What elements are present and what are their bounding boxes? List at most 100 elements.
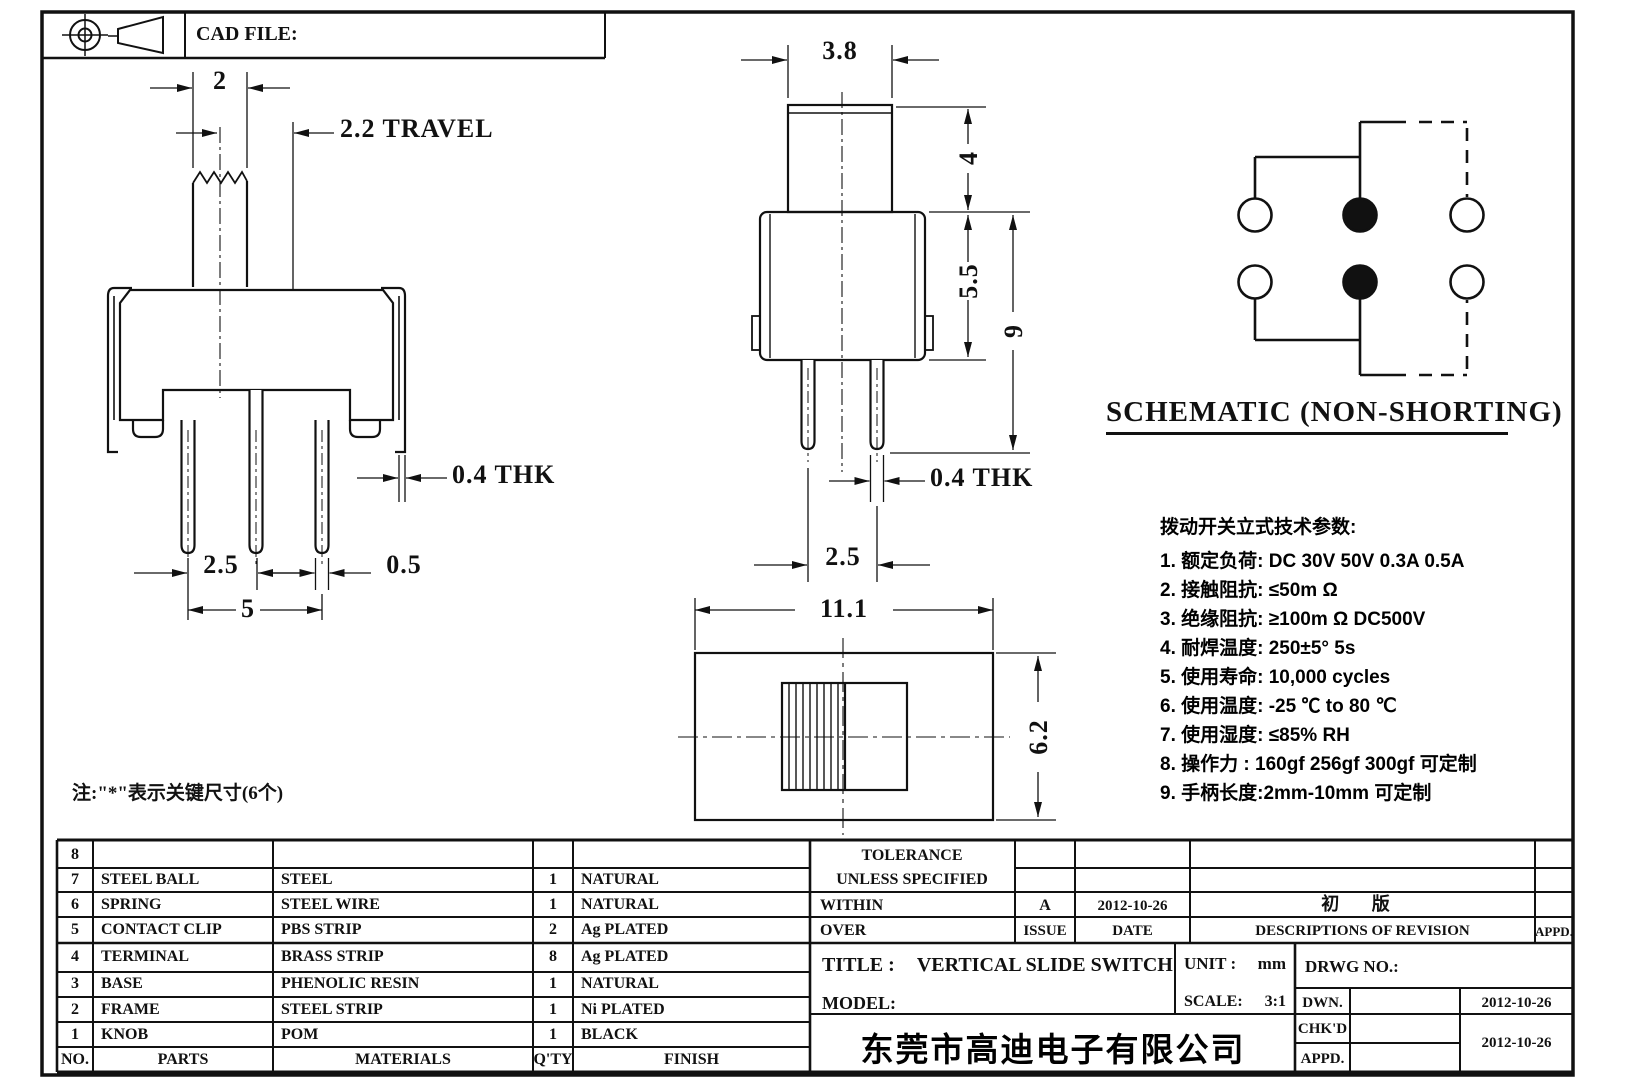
parts-header-materials: MATERIALS <box>355 1051 451 1068</box>
over-label: OVER <box>820 922 867 939</box>
parts-row-no: 5 <box>71 921 79 938</box>
dim-side-knob-width: 3.8 <box>822 36 858 65</box>
parts-row-no: 4 <box>71 948 79 965</box>
tech-specs-title: 拨动开关立式技术参数: <box>1160 517 1357 538</box>
header-box <box>42 12 606 60</box>
tolerance-line1: TOLERANCE <box>861 847 963 864</box>
dim-side-pin-pitch: 2.5 <box>825 542 861 571</box>
unit-label: UNIT : <box>1184 954 1237 973</box>
issue-value: A <box>1039 897 1051 914</box>
title-row: TITLE : VERTICAL SLIDE SWITCH <box>822 954 1173 977</box>
dim-front-pin-pitch: 2.5 <box>203 550 239 579</box>
parts-row-part: BASE <box>101 975 143 992</box>
dim-side-knob-height: 4 <box>954 151 983 165</box>
chkd-label: CHK'D <box>1297 1021 1348 1037</box>
dim-front-knob-width: 2 <box>213 66 227 95</box>
title-value: VERTICAL SLIDE SWITCH <box>916 954 1173 976</box>
parts-row-part: FRAME <box>101 1001 160 1018</box>
parts-row-finish: BLACK <box>581 1026 638 1043</box>
appd-label: APPD. <box>1300 1051 1345 1067</box>
scale-row: SCALE: 3:1 <box>1184 993 1286 1011</box>
page-border <box>40 10 1575 1077</box>
unit-row: UNIT : mm <box>1184 954 1286 974</box>
side-view <box>751 92 934 472</box>
scale-label: SCALE: <box>1184 993 1243 1010</box>
dim-front-thickness: 0.4 THK <box>452 460 556 489</box>
issue-label: ISSUE <box>1023 923 1067 939</box>
parts-row-finish: Ag PLATED <box>581 921 669 938</box>
projection-symbol <box>62 14 164 56</box>
parts-row-part: KNOB <box>101 1026 149 1043</box>
parts-row-finish: Ag PLATED <box>581 948 669 965</box>
tech-specs: 拨动开关立式技术参数: 1. 额定负荷: DC 30V 50V 0.3A 0.5… <box>1160 512 1600 808</box>
parts-row-part: CONTACT CLIP <box>101 921 222 938</box>
parts-row-material: POM <box>281 1026 319 1043</box>
parts-row-no: 2 <box>71 1001 79 1018</box>
spec-item: 8. 操作力 : 160gf 256gf 300gf 可定制 <box>1160 754 1477 775</box>
parts-row-material: PBS STRIP <box>281 921 362 938</box>
tolerance-line2: UNLESS SPECIFIED <box>836 871 988 888</box>
dim-front-travel: 2.2 TRAVEL <box>340 114 494 143</box>
parts-row-material: PHENOLIC RESIN <box>281 975 420 992</box>
model-label: MODEL: <box>822 993 896 1013</box>
title-label: TITLE : <box>822 954 895 976</box>
front-view-dimensions <box>134 72 447 620</box>
parts-header-qty: Q'TY <box>533 1051 573 1068</box>
parts-row-part: STEEL BALL <box>101 871 200 888</box>
spec-item: 5. 使用寿命: 10,000 cycles <box>1160 667 1391 688</box>
within-label: WITHIN <box>820 897 884 914</box>
parts-row-part: TERMINAL <box>101 948 190 965</box>
dwn-label: DWN. <box>1302 995 1343 1011</box>
parts-row-finish: NATURAL <box>581 975 659 992</box>
parts-row-no: 7 <box>71 871 79 888</box>
appd-column-label: APPD. <box>1535 924 1573 939</box>
parts-row-no: 8 <box>71 846 79 863</box>
parts-row-finish: NATURAL <box>581 896 659 913</box>
parts-row-part: SPRING <box>101 896 162 913</box>
revision-description-value: 初 版 <box>1321 894 1404 914</box>
revision-description-label: DESCRIPTIONS OF REVISION <box>1255 923 1470 939</box>
parts-row-qty: 1 <box>549 896 557 913</box>
parts-row-material: STEEL <box>281 871 333 888</box>
dim-side-total-height: 9 <box>999 324 1028 338</box>
parts-row-no: 1 <box>71 1026 79 1043</box>
spec-item: 4. 耐焊温度: 250±5° 5s <box>1160 638 1356 659</box>
issue-date-value: 2012-10-26 <box>1097 898 1168 914</box>
company-name: 东莞市高迪电子有限公司 <box>860 1031 1246 1068</box>
parts-row-qty: 2 <box>549 921 557 938</box>
schematic-diagram <box>1237 120 1485 377</box>
parts-header-finish: FINISH <box>663 1051 720 1068</box>
dwn-date: 2012-10-26 <box>1481 995 1552 1011</box>
parts-row-qty: 1 <box>549 975 557 992</box>
parts-row-qty: 1 <box>549 871 557 888</box>
parts-row-finish: Ni PLATED <box>581 1001 665 1018</box>
spec-item: 3. 绝缘阻抗: ≥100m Ω DC500V <box>1160 609 1426 630</box>
unit-value: mm <box>1257 954 1286 973</box>
parts-row-no: 3 <box>71 975 79 992</box>
top-view <box>678 638 1010 835</box>
drwg-no-label: DRWG NO.: <box>1305 957 1399 976</box>
spec-item: 9. 手柄长度:2mm-10mm 可定制 <box>1160 783 1432 804</box>
parts-row-finish: NATURAL <box>581 871 659 888</box>
parts-row-material: STEEL WIRE <box>281 896 380 913</box>
dim-front-pin-span: 5 <box>236 594 260 624</box>
parts-row-no: 6 <box>71 896 79 913</box>
parts-header-parts: PARTS <box>157 1051 209 1068</box>
parts-row-material: STEEL STRIP <box>281 1001 383 1018</box>
parts-row-material: BRASS STRIP <box>281 948 384 965</box>
spec-item: 6. 使用温度: -25 ℃ to 80 ℃ <box>1160 696 1397 717</box>
parts-header-no: NO. <box>61 1051 89 1068</box>
parts-row-qty: 1 <box>549 1001 557 1018</box>
dim-side-thickness: 0.4 THK <box>930 463 1034 492</box>
front-view <box>106 127 407 566</box>
table-grid <box>55 838 1573 1074</box>
top-view-dimensions <box>996 652 1056 821</box>
spec-item: 2. 接触阻抗: ≤50m Ω <box>1160 580 1338 601</box>
parts-row-qty: 1 <box>549 1026 557 1043</box>
parts-row-qty: 8 <box>549 948 557 965</box>
dim-side-body-width: 11.1 <box>795 594 893 624</box>
scale-value: 3:1 <box>1264 993 1286 1010</box>
spec-item: 7. 使用湿度: ≤85% RH <box>1160 725 1350 746</box>
